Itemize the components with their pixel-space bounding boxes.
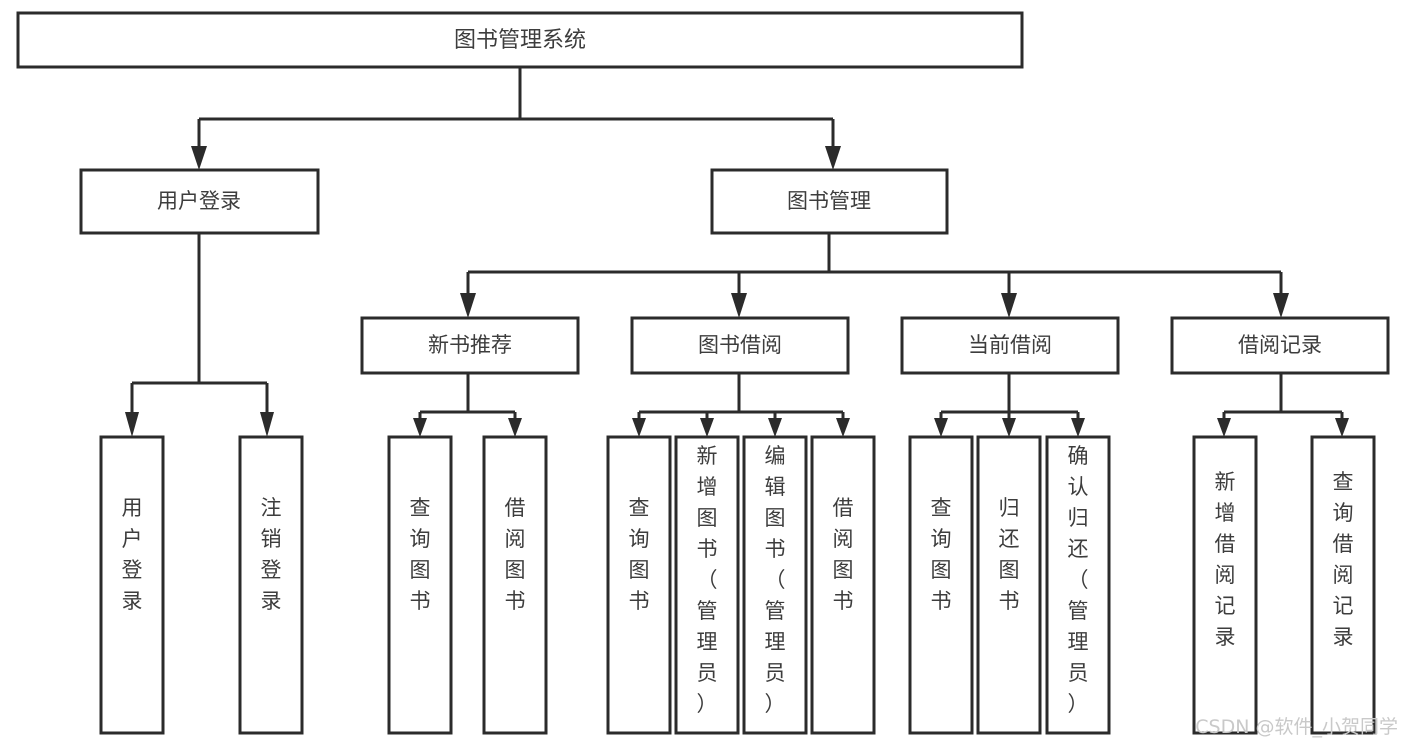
connector-group-borrowrecord-to-leaves [1217, 373, 1349, 437]
node-new-book-recommend-label: 新书推荐 [428, 333, 512, 357]
node-book-borrow[interactable]: 图书借阅 [630, 316, 850, 375]
connector-group-currentborrow-to-leaves [934, 373, 1085, 437]
leaf-add-borrow-record-box[interactable] [1192, 435, 1258, 735]
leaf-confirm-return-admin-label: 确认归还（管理员） [1068, 444, 1089, 716]
leaf-query-book-recommend[interactable]: 查询图书 [387, 435, 453, 735]
leaf-query-book-recommend-label: 查询图书 [410, 496, 431, 613]
node-new-book-recommend-box[interactable] [360, 316, 580, 375]
connector-group-bookmanagement-to-level2 [460, 233, 1289, 318]
node-book-management-box[interactable] [710, 168, 949, 235]
leaf-query-book[interactable]: 查询图书 [606, 435, 672, 735]
connector-group-bookborrow-to-leaves [632, 373, 850, 437]
leaf-borrow-book-recommend-box[interactable] [482, 435, 548, 735]
leaf-borrow-book[interactable]: 借阅图书 [810, 435, 876, 735]
leaf-return-book-label: 归还图书 [999, 496, 1020, 613]
leaf-borrow-book-recommend[interactable]: 借阅图书 [482, 435, 548, 735]
arrowhead-nb-leaf2 [508, 418, 522, 437]
leaf-edit-book-admin[interactable]: 编辑图书（管理员） [742, 435, 808, 735]
node-book-borrow-box[interactable] [630, 316, 850, 375]
node-book-management[interactable]: 图书管理 [710, 168, 949, 235]
leaf-user-login-box[interactable] [99, 435, 165, 735]
node-library-management-system[interactable]: 图书管理系统 [16, 11, 1024, 69]
leaf-query-borrow-record[interactable]: 查询借阅记录 [1310, 435, 1376, 735]
node-user-login-label: 用户登录 [157, 189, 241, 213]
arrowhead-bb-leaf4 [836, 418, 850, 437]
node-library-management-system-box[interactable] [16, 11, 1024, 69]
leaf-add-book-admin-label: 新增图书（管理员） [697, 444, 718, 716]
arrowhead-user-login [191, 146, 207, 170]
leaf-query-book-recommend-box[interactable] [387, 435, 453, 735]
leaf-user-logout-box[interactable] [238, 435, 304, 735]
leaf-query-book-box[interactable] [606, 435, 672, 735]
connector-group-root-to-level1 [191, 67, 841, 170]
arrowhead-bb-leaf3 [768, 418, 782, 437]
node-user-login-box[interactable] [79, 168, 320, 235]
leaf-edit-book-admin-label: 编辑图书（管理员） [765, 444, 786, 716]
arrowhead-bb-leaf1 [632, 418, 646, 437]
leaf-query-book-current-label: 查询图书 [931, 496, 952, 613]
node-current-borrow-box[interactable] [900, 316, 1120, 375]
connector-group-newbook-to-leaves [413, 373, 522, 437]
arrowhead-nb-leaf1 [413, 418, 427, 437]
node-borrow-record[interactable]: 借阅记录 [1170, 316, 1390, 375]
leaf-confirm-return-admin-box[interactable] [1045, 435, 1111, 735]
node-new-book-recommend[interactable]: 新书推荐 [360, 316, 580, 375]
leaf-add-book-admin-box[interactable] [674, 435, 740, 735]
arrowhead-leaf-user-logout [260, 412, 274, 437]
arrowhead-br-leaf2 [1335, 418, 1349, 437]
leaf-query-book-current[interactable]: 查询图书 [908, 435, 974, 735]
node-user-login[interactable]: 用户登录 [79, 168, 320, 235]
arrowhead-bb-leaf2 [700, 418, 714, 437]
leaf-borrow-book-recommend-label: 借阅图书 [505, 496, 526, 613]
node-book-borrow-label: 图书借阅 [698, 333, 782, 357]
leaf-query-book-current-box[interactable] [908, 435, 974, 735]
leaf-query-book-label: 查询图书 [629, 496, 650, 613]
arrowhead-br-leaf1 [1217, 418, 1231, 437]
leaf-confirm-return-admin[interactable]: 确认归还（管理员） [1045, 435, 1111, 735]
node-library-management-system-label: 图书管理系统 [454, 28, 586, 53]
leaf-query-borrow-record-box[interactable] [1310, 435, 1376, 735]
leaf-borrow-book-box[interactable] [810, 435, 876, 735]
arrowhead-leaf-user-login [125, 412, 139, 437]
arrowhead-cb-leaf2 [1002, 418, 1016, 437]
arrowhead-cb-leaf1 [934, 418, 948, 437]
leaf-user-login-label: 用户登录 [122, 496, 143, 613]
node-current-borrow[interactable]: 当前借阅 [900, 316, 1120, 375]
csdn-watermark: CSDN @软件_小贺同学 [1195, 716, 1398, 738]
leaf-user-login[interactable]: 用户登录 [99, 435, 165, 735]
node-current-borrow-label: 当前借阅 [968, 333, 1052, 357]
leaf-add-borrow-record-label: 新增借阅记录 [1215, 470, 1236, 649]
leaf-edit-book-admin-box[interactable] [742, 435, 808, 735]
leaf-user-logout-label: 注销登录 [261, 496, 282, 613]
leaf-return-book[interactable]: 归还图书 [976, 435, 1042, 735]
leaf-add-book-admin[interactable]: 新增图书（管理员） [674, 435, 740, 735]
leaf-borrow-book-label: 借阅图书 [833, 496, 854, 613]
arrowhead-new-book-recommend [460, 293, 476, 318]
arrowhead-current-borrow [1001, 293, 1017, 318]
arrowhead-book-management [825, 146, 841, 170]
leaf-return-book-box[interactable] [976, 435, 1042, 735]
arrowhead-cb-leaf3 [1071, 418, 1085, 437]
arrowhead-borrow-record [1273, 293, 1289, 318]
node-borrow-record-label: 借阅记录 [1238, 333, 1322, 357]
leaf-query-borrow-record-label: 查询借阅记录 [1333, 470, 1354, 649]
node-borrow-record-box[interactable] [1170, 316, 1390, 375]
leaf-user-logout[interactable]: 注销登录 [238, 435, 304, 735]
connector-group-userlogin-to-leaves [125, 233, 274, 437]
arrowhead-book-borrow [731, 293, 747, 318]
leaf-add-borrow-record[interactable]: 新增借阅记录 [1192, 435, 1258, 735]
node-book-management-label: 图书管理 [787, 189, 871, 213]
